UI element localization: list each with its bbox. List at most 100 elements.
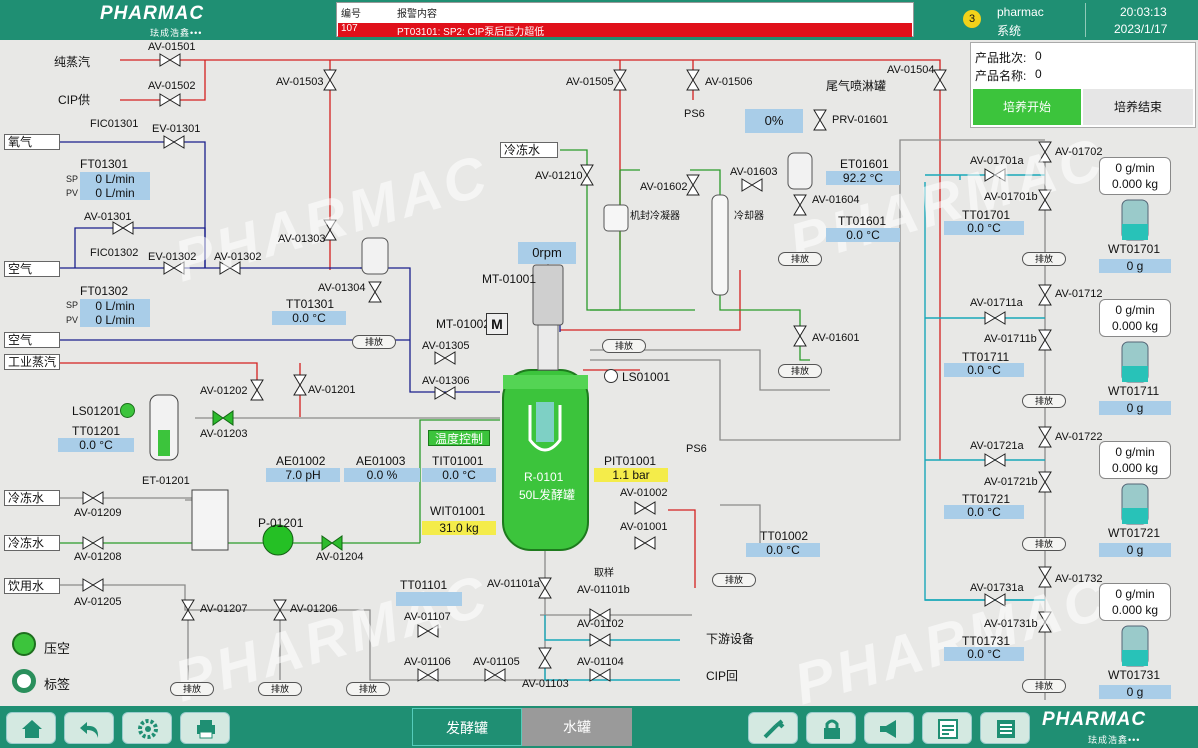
- valve-av01721a[interactable]: AV-01721a: [970, 440, 1024, 452]
- valve-av01701a[interactable]: AV-01701a: [970, 155, 1024, 167]
- condenser-label: 冷却器: [734, 211, 764, 222]
- valve-prv01601[interactable]: PRV-01601: [832, 114, 889, 126]
- valve-av01732[interactable]: AV-01732: [1055, 573, 1103, 585]
- drain-button-11[interactable]: 排放: [1022, 537, 1066, 551]
- valve-av01302[interactable]: AV-01302: [214, 251, 262, 263]
- drain-button-10[interactable]: 排放: [1022, 394, 1066, 408]
- valve-av01210[interactable]: AV-01210: [535, 170, 583, 182]
- valve-av01204[interactable]: AV-01204: [316, 551, 364, 563]
- report-icon[interactable]: [922, 712, 972, 744]
- valve-av01301[interactable]: AV-01301: [84, 211, 132, 223]
- valve-av01306[interactable]: AV-01306: [422, 375, 470, 387]
- valve-av01106[interactable]: AV-01106: [404, 656, 451, 668]
- motor-m-icon[interactable]: M: [486, 313, 508, 335]
- valve-av01203[interactable]: AV-01203: [200, 428, 248, 440]
- tank-1731-tt: TT01731: [962, 634, 1011, 648]
- valve-av01206[interactable]: AV-01206: [290, 603, 338, 615]
- valve-av01304[interactable]: AV-01304: [318, 282, 366, 294]
- source-oxygen: 氧气: [4, 134, 60, 150]
- tab-water-tank[interactable]: 水罐: [522, 708, 632, 746]
- ae01002-value: 7.0 pH: [266, 468, 340, 482]
- drain-button-12[interactable]: 排放: [1022, 679, 1066, 693]
- horn-icon[interactable]: [864, 712, 914, 744]
- tab-fermenter[interactable]: 发酵罐: [412, 708, 522, 746]
- ft01302-sp-value[interactable]: 0 L/min: [80, 299, 150, 313]
- drain-button-7[interactable]: 排放: [258, 682, 302, 696]
- valve-av01711a[interactable]: AV-01711a: [970, 297, 1023, 309]
- dest-cip-return: CIP回: [706, 669, 739, 683]
- agitator-speed-value[interactable]: 0rpm: [518, 242, 576, 264]
- valve-av01502[interactable]: AV-01502: [148, 80, 196, 92]
- alarm-row[interactable]: 107 PT03101: SP2: CIP泵后压力超低: [338, 23, 912, 38]
- wrench-icon[interactable]: [748, 712, 798, 744]
- valve-av01702[interactable]: AV-01702: [1055, 146, 1103, 158]
- drain-button-3[interactable]: 排放: [778, 252, 822, 266]
- valve-av01503[interactable]: AV-01503: [276, 76, 324, 88]
- printer-icon[interactable]: [180, 712, 230, 744]
- drain-button-1[interactable]: 排放: [352, 335, 396, 349]
- valve-av01205[interactable]: AV-01205: [74, 596, 122, 608]
- valve-av01712[interactable]: AV-01712: [1055, 288, 1103, 300]
- home-icon[interactable]: [6, 712, 56, 744]
- valve-av01601[interactable]: AV-01601: [812, 332, 860, 344]
- valve-av01105[interactable]: AV-01105: [473, 656, 520, 668]
- valve-av01202[interactable]: AV-01202: [200, 385, 248, 397]
- valve-av01501[interactable]: AV-01501: [148, 41, 196, 53]
- ft01301-sp-value[interactable]: 0 L/min: [80, 172, 150, 186]
- valve-av01001[interactable]: AV-01001: [620, 521, 668, 533]
- valve-av01107[interactable]: AV-01107: [404, 611, 451, 623]
- top-bar: PHARMAC 珐成浩鑫••• 编号 报警内容 107 PT03101: SP2…: [0, 0, 1198, 40]
- valve-av01504[interactable]: AV-01504: [887, 64, 935, 76]
- drain-button-8[interactable]: 排放: [346, 682, 390, 696]
- valve-av01101b[interactable]: AV-01101b: [577, 584, 630, 596]
- drain-button-4[interactable]: 排放: [778, 364, 822, 378]
- valve-av01208[interactable]: AV-01208: [74, 551, 122, 563]
- valve-av01505[interactable]: AV-01505: [566, 76, 614, 88]
- valve-av01711b[interactable]: AV-01711b: [984, 333, 1037, 345]
- drain-button-6[interactable]: 排放: [170, 682, 214, 696]
- valve-av01722[interactable]: AV-01722: [1055, 431, 1103, 443]
- back-icon[interactable]: [64, 712, 114, 744]
- ls01201-indicator: [120, 403, 135, 418]
- valve-av01604[interactable]: AV-01604: [812, 194, 860, 206]
- tank-1721-wt-value: 0 g: [1099, 543, 1171, 557]
- sample-label[interactable]: 取样: [594, 568, 614, 579]
- temperature-control-button[interactable]: 温度控制: [428, 430, 490, 446]
- valve-av01103[interactable]: AV-01103: [522, 678, 569, 690]
- culture-start-button[interactable]: 培养开始: [973, 89, 1081, 125]
- lock-icon[interactable]: [806, 712, 856, 744]
- pressure-percent-value[interactable]: 0%: [745, 109, 803, 133]
- drain-button-2[interactable]: 排放: [602, 339, 646, 353]
- valve-av01305[interactable]: AV-01305: [422, 340, 470, 352]
- valve-ev01302[interactable]: EV-01302: [148, 251, 197, 263]
- gear-icon[interactable]: [122, 712, 172, 744]
- tank-1731-wt-value: 0 g: [1099, 685, 1171, 699]
- valve-av01731b[interactable]: AV-01731b: [984, 618, 1038, 630]
- tank-1711-mass: 0.000 kg: [1111, 319, 1159, 333]
- valve-av01209[interactable]: AV-01209: [74, 507, 122, 519]
- valve-av01701b[interactable]: AV-01701b: [984, 191, 1038, 203]
- list-icon[interactable]: [980, 712, 1030, 744]
- valve-av01603[interactable]: AV-01603: [730, 166, 778, 178]
- instrument-tt01101: TT01101: [400, 578, 448, 592]
- valve-av01102[interactable]: AV-01102: [577, 618, 624, 630]
- valve-av01721b[interactable]: AV-01721b: [984, 476, 1038, 488]
- valve-ev01301[interactable]: EV-01301: [152, 123, 201, 135]
- pressure-switch-ps6-b: PS6: [686, 443, 707, 455]
- valve-av01104[interactable]: AV-01104: [577, 656, 624, 668]
- brand-subtitle-bottom: 珐成浩鑫•••: [1088, 735, 1141, 745]
- culture-end-button[interactable]: 培养结束: [1083, 89, 1193, 125]
- drain-button-5[interactable]: 排放: [712, 573, 756, 587]
- user-name: pharmac: [997, 5, 1044, 19]
- alarm-panel[interactable]: 编号 报警内容 107 PT03101: SP2: CIP泵后压力超低: [336, 2, 914, 38]
- valve-av01602[interactable]: AV-01602: [640, 181, 688, 193]
- drain-button-9[interactable]: 排放: [1022, 252, 1066, 266]
- valve-av01002[interactable]: AV-01002: [620, 487, 668, 499]
- valve-av01731a[interactable]: AV-01731a: [970, 582, 1024, 594]
- valve-av01506[interactable]: AV-01506: [705, 76, 753, 88]
- valve-av01303[interactable]: AV-01303: [278, 233, 326, 245]
- valve-av01101a[interactable]: AV-01101a: [487, 578, 540, 590]
- alarm-count-badge[interactable]: 3: [963, 10, 981, 28]
- valve-av01201[interactable]: AV-01201: [308, 384, 356, 396]
- valve-av01207[interactable]: AV-01207: [200, 603, 248, 615]
